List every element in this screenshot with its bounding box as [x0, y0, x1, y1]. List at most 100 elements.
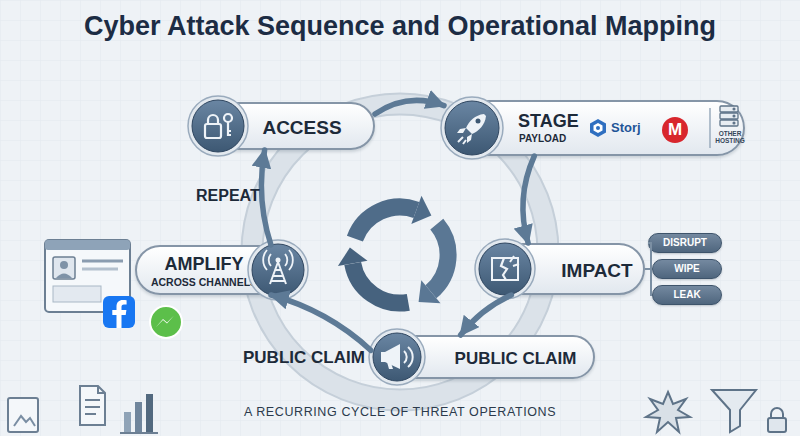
corner-icons-left [135, 402, 142, 432]
impact-icon [475, 239, 535, 299]
host-logo: M [662, 117, 688, 143]
stage-label: PUBLIC CLAIM [243, 348, 373, 368]
access-icon [224, 114, 232, 122]
amplify-icon [252, 244, 304, 296]
storj-logo [596, 126, 600, 130]
social-browser-icon [45, 240, 130, 250]
center-cycle-arrows [419, 280, 441, 303]
claim-icon [369, 329, 425, 385]
impact-icon [510, 256, 519, 266]
diagram-title: Cyber Attack Sequence and Operational Ma… [0, 11, 800, 42]
center-cycle-arrows [411, 196, 431, 224]
tag-text: DISRUPT [649, 237, 721, 249]
center-cycle-arrows [338, 196, 448, 303]
amplify-icon [248, 240, 308, 300]
claim-icon [369, 329, 425, 385]
amplify-icon [276, 258, 281, 263]
corner-icons-right [646, 392, 690, 432]
bracket-line [645, 243, 651, 269]
corner-icons-left [85, 406, 100, 408]
node-title: ACCESS [242, 117, 362, 139]
center-cycle-arrows [353, 263, 409, 303]
social-browser-icon [53, 257, 75, 279]
server-icon [733, 115, 735, 117]
amplify-icon [248, 240, 308, 300]
access-icon [192, 100, 244, 152]
stage-box: ACCESS [191, 102, 375, 150]
stage-icon [476, 119, 481, 124]
stage-icon [458, 137, 466, 144]
impact-icon [475, 239, 535, 299]
corner-icons-left [14, 416, 35, 426]
social-browser-icon [56, 274, 72, 279]
claim-icon [387, 362, 393, 369]
hosting-divider [709, 108, 711, 148]
corner-icons-left [80, 386, 105, 425]
hosting-divider [710, 108, 711, 148]
access-icon [205, 124, 221, 138]
claim-icon [404, 347, 413, 367]
cycle-arrow [261, 150, 271, 245]
corner-icons-left [98, 386, 105, 393]
cycle-arrow [271, 295, 371, 350]
facebook-logo [103, 296, 135, 328]
messenger-logo [150, 306, 182, 338]
corner-icons-left [85, 413, 96, 415]
center-cycle-arrows [431, 224, 448, 292]
server-icon [720, 120, 738, 126]
node-subtitle: PAYLOAD [519, 133, 579, 145]
facebook-logo [103, 296, 135, 328]
access-icon [188, 96, 248, 156]
corner-icons-right [771, 408, 783, 418]
outcome-tag: DISRUPT [648, 233, 722, 253]
social-browser-icon [82, 268, 118, 271]
stage-box: AMPLIFYACROSS CHANNELS [135, 245, 305, 295]
stage-icon [445, 101, 499, 155]
impact-icon [501, 258, 507, 280]
cycle-arrow [375, 100, 444, 114]
claim-icon [381, 352, 386, 362]
storj-logo [594, 123, 603, 133]
stage-icon [441, 97, 503, 159]
corner-icons-left [8, 398, 38, 432]
corner-icons-right [646, 390, 786, 432]
impact-icon [492, 258, 518, 280]
facebook-logo [112, 300, 126, 328]
center-cycle-arrows [355, 207, 417, 239]
claim-icon [385, 344, 400, 369]
stage-box: PUBLIC CLAIM [371, 335, 595, 379]
corner-icons-right [768, 418, 786, 432]
storj-logo [590, 119, 606, 137]
stage-icon [457, 128, 472, 143]
tag-text: LEAK [653, 289, 721, 301]
bracket-line [645, 269, 652, 295]
corner-icons-left [8, 386, 158, 433]
host-name: OTHER HOSTING [713, 131, 747, 145]
host-name: Storj [611, 121, 655, 136]
corner-icons-left [146, 394, 153, 432]
node-title: PUBLIC CLAIM [443, 349, 588, 369]
cycle-label: REPEAT [196, 187, 276, 205]
amplify-icon [263, 250, 293, 270]
messenger-logo [156, 316, 174, 328]
server-icon [720, 106, 738, 126]
access-icon [208, 115, 218, 124]
corner-icons-left [124, 412, 131, 432]
bracket-line [645, 268, 652, 270]
social-browser-icon [82, 260, 123, 263]
access-icon [188, 96, 248, 156]
outcome-tag: LEAK [652, 285, 722, 305]
node-title: IMPACT [554, 260, 640, 282]
server-icon [720, 106, 738, 112]
server-icon [733, 122, 735, 124]
cycle-arrow [461, 295, 512, 335]
messenger-logo [150, 306, 182, 338]
corner-icons-left [85, 399, 100, 401]
outcome-tag: WIPE [652, 259, 722, 279]
stage-box: STAGEPAYLOADStorjMOTHER HOSTING [444, 100, 745, 156]
social-browser-icon [53, 286, 101, 302]
access-icon [228, 122, 231, 136]
center-cycle-arrows [338, 248, 368, 266]
